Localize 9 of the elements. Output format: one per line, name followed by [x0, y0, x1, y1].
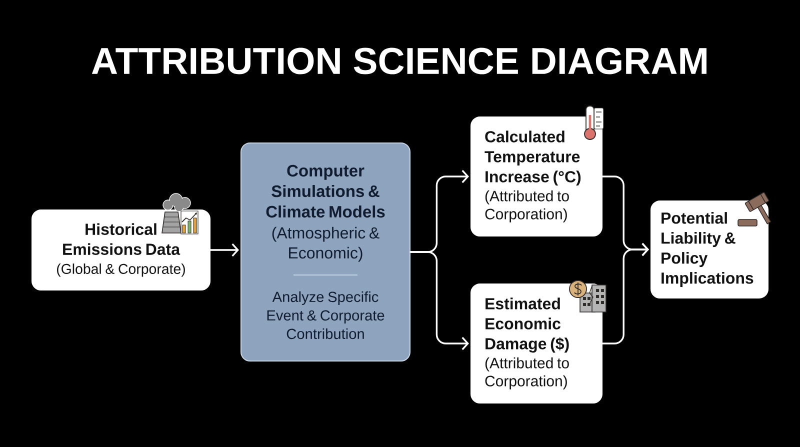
- data-box: Historical Emissions Data (Global & Corporate): [32, 210, 210, 290]
- arrow: [410, 251, 469, 350]
- result-box: Calculated Temperature Increase (°C) (Attributed to Corporation): [470, 116, 602, 236]
- title: ATTRIBUTION SCIENCE DIAGRAM: [92, 48, 706, 74]
- result-box: Estimated Economic Damage ($) (Attributed to Corporation): [470, 284, 602, 404]
- outcome-box: Potential Liability & Policy Implications: [650, 200, 768, 298]
- model-box: Computer Simulations & Climate Models (Atmospheric & Economic) Analyze Specific Event & Corporate Contribution: [240, 142, 410, 362]
- arrow: [602, 242, 649, 344]
- arrow: [210, 243, 239, 257]
